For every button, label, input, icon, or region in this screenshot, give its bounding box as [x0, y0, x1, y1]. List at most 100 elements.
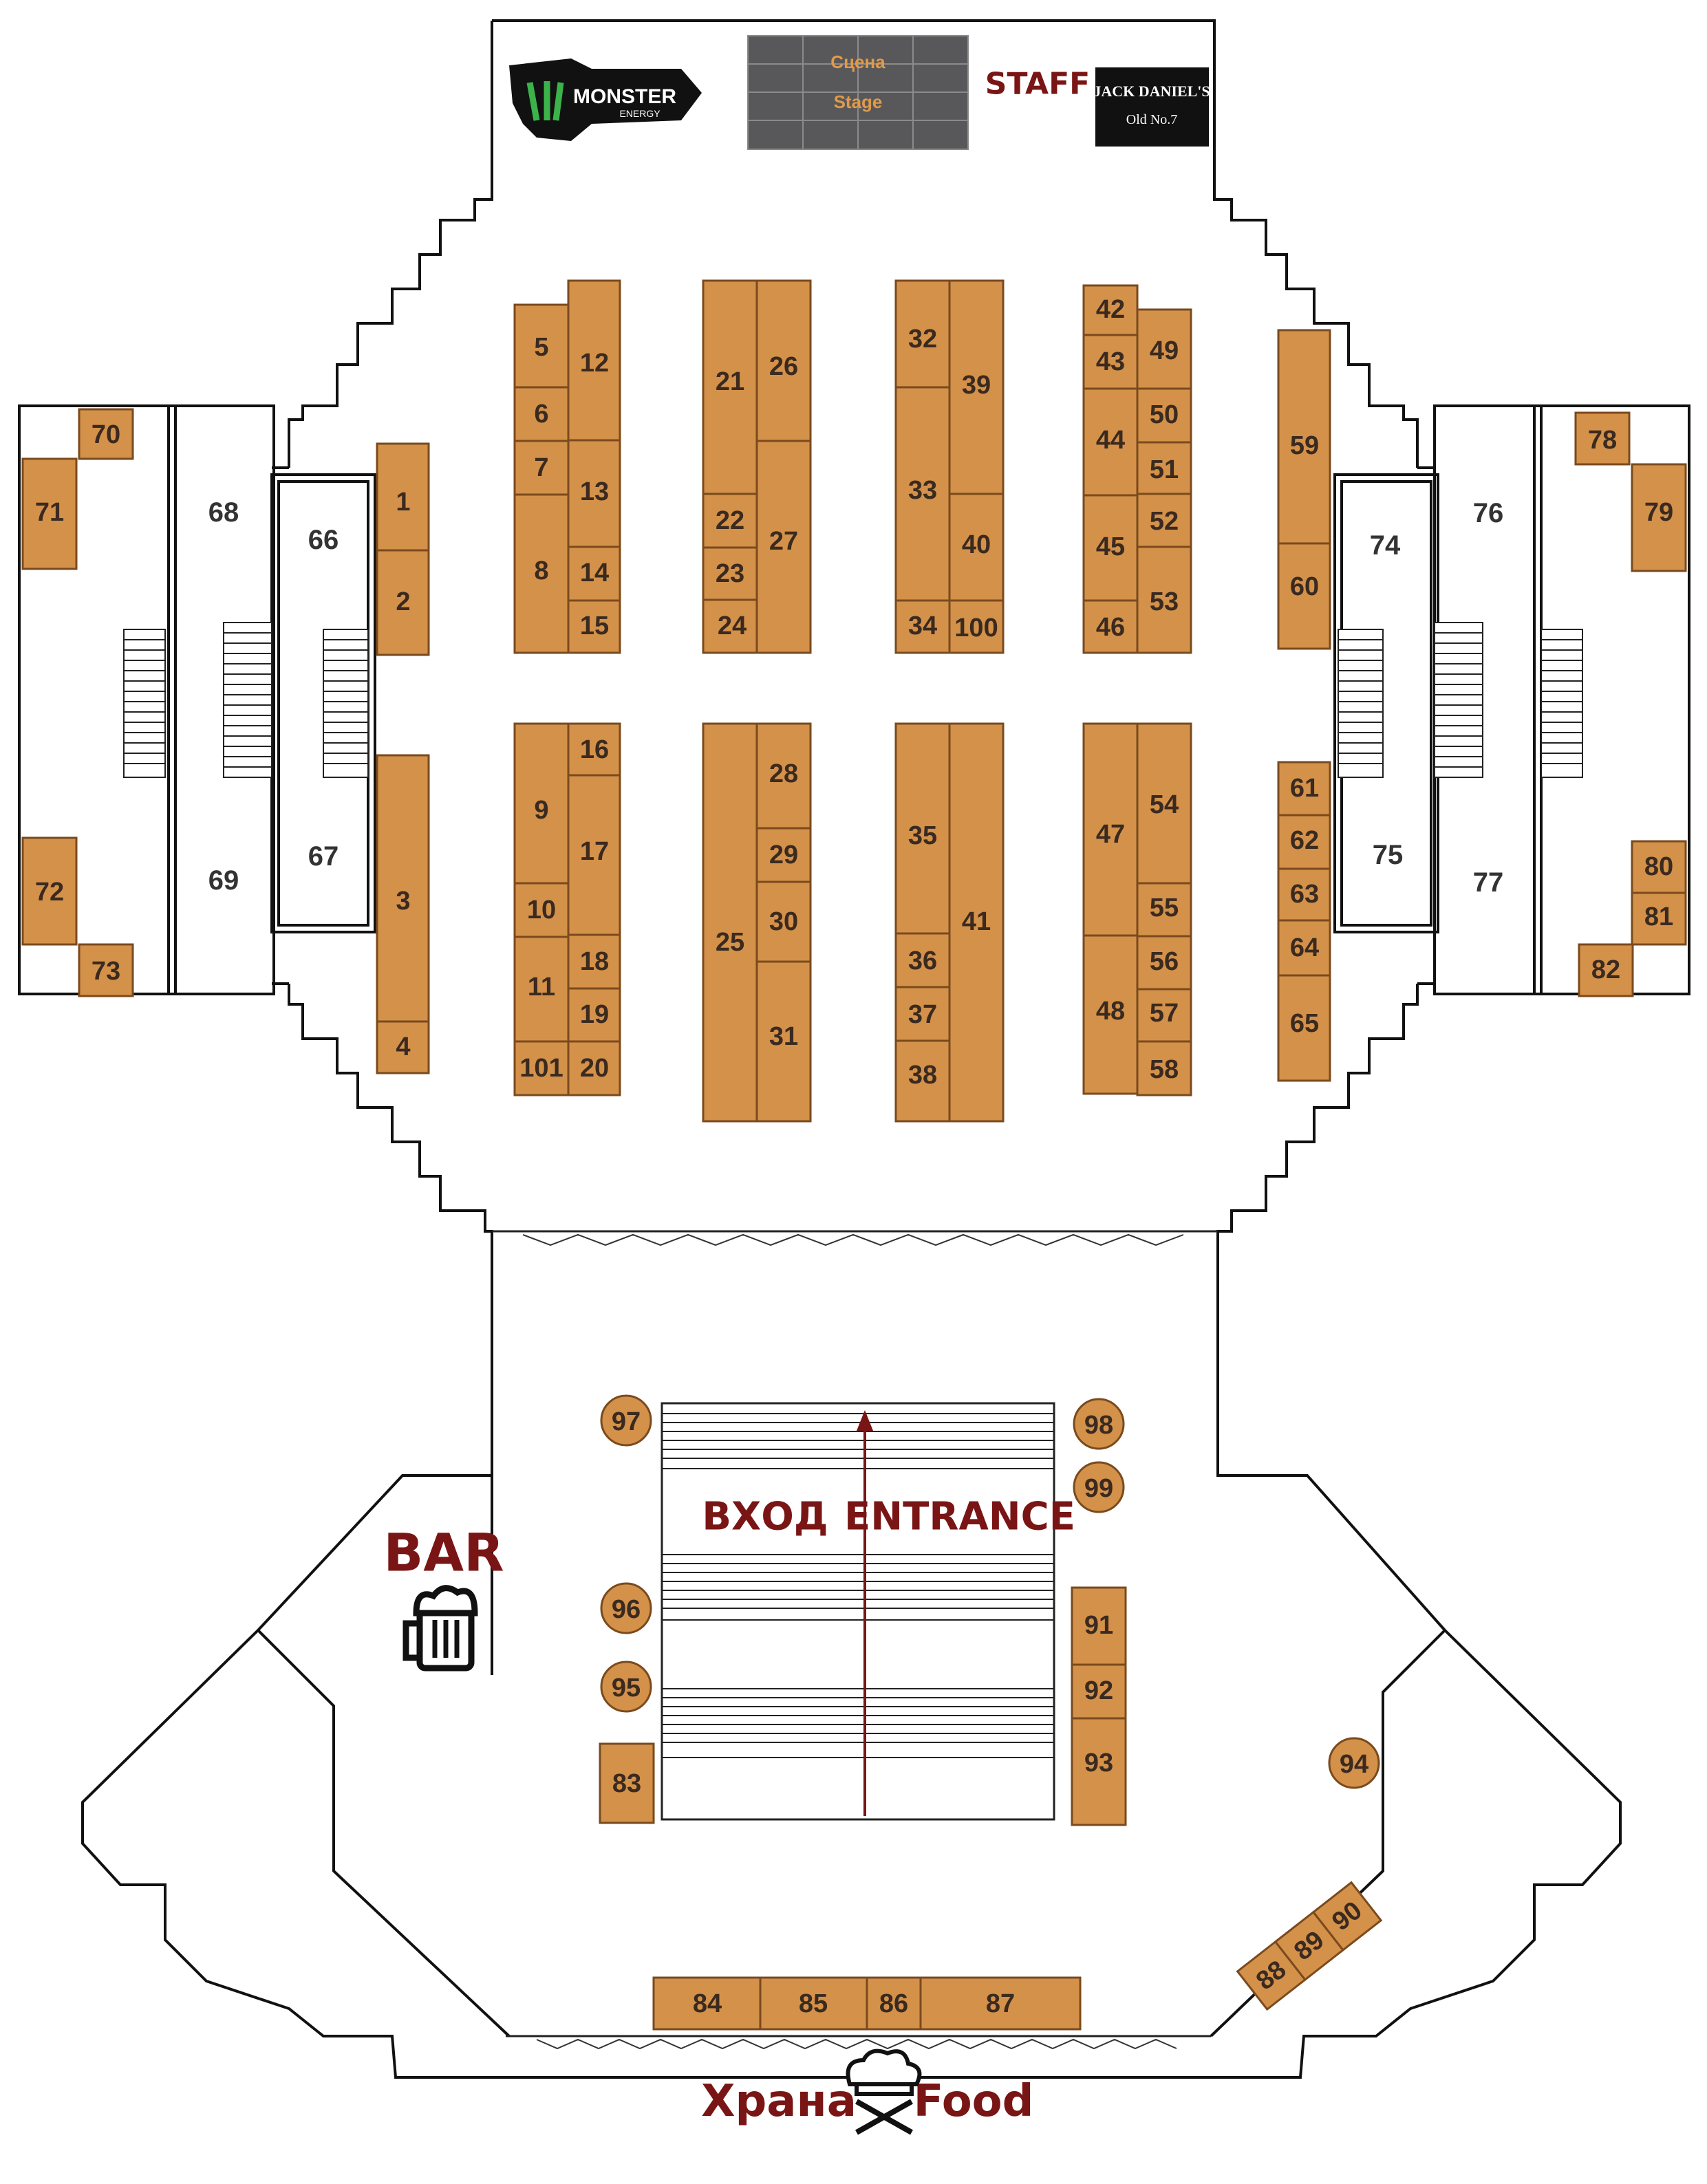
booth-81[interactable]: 81 — [1631, 891, 1687, 946]
booth-8[interactable]: 8 — [513, 493, 570, 654]
booth-90[interactable]: 90 — [1311, 1881, 1383, 1951]
svg-text:45: 45 — [1096, 532, 1125, 561]
booth-56[interactable]: 56 — [1136, 935, 1192, 991]
booth-26[interactable]: 26 — [755, 279, 812, 442]
svg-text:3: 3 — [396, 887, 410, 916]
svg-text:98: 98 — [1084, 1411, 1113, 1440]
booth-11[interactable]: 11 — [513, 936, 570, 1043]
booth-83[interactable]: 83 — [599, 1742, 655, 1824]
booth-101[interactable]: 101 — [513, 1040, 570, 1096]
booth-52[interactable]: 52 — [1136, 493, 1192, 548]
booth-99[interactable]: 94 — [1328, 1737, 1380, 1789]
booth-47[interactable]: 47 — [1082, 722, 1139, 937]
booth-87[interactable]: 87 — [919, 1976, 1082, 2031]
booth-41[interactable]: 41 — [948, 722, 1005, 1123]
booth-59[interactable]: 59 — [1277, 329, 1331, 545]
booth-39[interactable]: 39 — [948, 279, 1005, 495]
booth-34[interactable]: 34 — [894, 599, 951, 654]
booth-27[interactable]: 27 — [755, 440, 812, 654]
booth-1[interactable]: 1 — [376, 442, 430, 552]
booth-51[interactable]: 51 — [1136, 441, 1192, 495]
booth-4[interactable]: 4 — [376, 1020, 430, 1074]
booth-6[interactable]: 6 — [513, 386, 570, 442]
booth-15[interactable]: 15 — [567, 599, 621, 654]
booth-85[interactable]: 85 — [759, 1976, 868, 2031]
booth-49[interactable]: 49 — [1136, 308, 1192, 390]
booth-40[interactable]: 40 — [948, 493, 1005, 602]
booth-92[interactable]: 92 — [1071, 1663, 1127, 1720]
booth-43[interactable]: 43 — [1082, 334, 1139, 390]
booth-19[interactable]: 19 — [567, 987, 621, 1043]
booth-14[interactable]: 14 — [567, 545, 621, 602]
booth-3[interactable]: 3 — [376, 754, 430, 1023]
booth-32[interactable]: 32 — [894, 279, 951, 389]
booth-78[interactable]: 78 — [1574, 411, 1631, 466]
booth-79[interactable]: 79 — [1631, 463, 1687, 572]
booth-22[interactable]: 22 — [702, 493, 758, 549]
booth-64[interactable]: 64 — [1277, 919, 1331, 977]
booth-38[interactable]: 38 — [894, 1039, 951, 1123]
booth-25[interactable]: 25 — [702, 722, 758, 1123]
svg-text:58: 58 — [1150, 1055, 1179, 1084]
booth-80[interactable]: 80 — [1631, 840, 1687, 894]
booth-82[interactable]: 82 — [1578, 943, 1634, 997]
booth-96[interactable]: 97 — [600, 1394, 652, 1447]
svg-text:10: 10 — [527, 896, 556, 925]
booth-10[interactable]: 10 — [513, 882, 570, 938]
booth-7[interactable]: 7 — [513, 440, 570, 496]
booth-50[interactable]: 50 — [1136, 387, 1192, 444]
svg-text:71: 71 — [35, 498, 64, 527]
booth-73[interactable]: 73 — [78, 943, 134, 997]
booth-9[interactable]: 9 — [513, 722, 570, 885]
booth-63[interactable]: 63 — [1277, 867, 1331, 922]
booth-95[interactable]: 96 — [600, 1582, 652, 1634]
booth-23[interactable]: 23 — [702, 546, 758, 601]
booth-33[interactable]: 33 — [894, 386, 951, 602]
booth-55[interactable]: 55 — [1136, 882, 1192, 938]
booth-44[interactable]: 44 — [1082, 387, 1139, 497]
booth-16[interactable]: 16 — [567, 722, 621, 777]
booth-84[interactable]: 84 — [652, 1976, 762, 2031]
booth-91[interactable]: 91 — [1071, 1586, 1127, 1666]
booth-30[interactable]: 30 — [755, 880, 812, 963]
booth-86[interactable]: 86 — [866, 1976, 922, 2031]
food-label-en: Food — [914, 2076, 1034, 2127]
svg-text:16: 16 — [580, 735, 609, 764]
booth-54[interactable]: 54 — [1136, 722, 1192, 885]
booth-62[interactable]: 62 — [1277, 814, 1331, 870]
booth-5[interactable]: 5 — [513, 303, 570, 389]
booth-36[interactable]: 36 — [894, 932, 951, 988]
booth-72[interactable]: 72 — [21, 836, 78, 946]
booth-48[interactable]: 48 — [1082, 934, 1139, 1095]
booth-60[interactable]: 60 — [1277, 542, 1331, 650]
booth-98[interactable]: 99 — [1073, 1461, 1125, 1513]
booth-89[interactable]: 89 — [1274, 1910, 1345, 1982]
booth-42[interactable]: 42 — [1082, 284, 1139, 336]
booth-35[interactable]: 35 — [894, 722, 951, 935]
booth-65[interactable]: 65 — [1277, 974, 1331, 1082]
booth-53[interactable]: 53 — [1136, 545, 1192, 654]
booth-97[interactable]: 98 — [1073, 1398, 1125, 1450]
booth-94[interactable]: 95 — [600, 1661, 652, 1713]
booth-58[interactable]: 58 — [1136, 1040, 1192, 1096]
booth-2[interactable]: 2 — [376, 549, 430, 656]
booth-24[interactable]: 24 — [702, 598, 758, 654]
booth-29[interactable]: 29 — [755, 827, 812, 883]
booth-18[interactable]: 18 — [567, 933, 621, 990]
booth-93[interactable]: 93 — [1071, 1717, 1127, 1826]
booth-45[interactable]: 45 — [1082, 494, 1139, 602]
booth-12[interactable]: 12 — [567, 279, 621, 442]
booth-31[interactable]: 31 — [755, 960, 812, 1123]
booth-37[interactable]: 37 — [894, 986, 951, 1042]
booth-71[interactable]: 71 — [21, 457, 78, 570]
booth-21[interactable]: 21 — [702, 279, 758, 495]
booth-57[interactable]: 57 — [1136, 988, 1192, 1043]
booth-20[interactable]: 20 — [567, 1040, 621, 1096]
booth-28[interactable]: 28 — [755, 722, 812, 830]
booth-100[interactable]: 100 — [948, 599, 1005, 654]
booth-70[interactable]: 70 — [78, 408, 134, 460]
booth-61[interactable]: 61 — [1277, 761, 1331, 817]
booth-17[interactable]: 17 — [567, 774, 621, 936]
booth-13[interactable]: 13 — [567, 439, 621, 548]
booth-46[interactable]: 46 — [1082, 599, 1139, 654]
